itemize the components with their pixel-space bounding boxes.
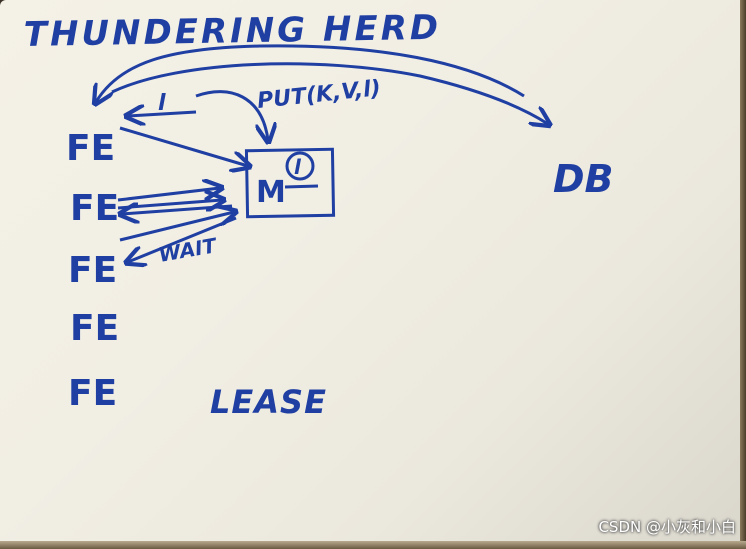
arrow-fe2-c xyxy=(122,206,233,214)
lease-underline xyxy=(284,184,319,189)
fe-label-1: FE xyxy=(66,128,115,169)
lease-label: LEASE xyxy=(210,383,327,421)
arrow-lease-return xyxy=(128,112,197,116)
memcache-label: M xyxy=(256,175,286,210)
lease-circle xyxy=(285,151,315,181)
arrow-fe-to-db xyxy=(111,62,548,124)
put-annotation: PUT(K,V,l) xyxy=(256,76,382,114)
board-frame-right xyxy=(740,0,746,549)
lease-return-label: l xyxy=(158,91,166,116)
db-label: DB xyxy=(553,157,614,201)
board-frame-bottom xyxy=(0,541,746,549)
csdn-watermark: CSDN @小灰和小白 xyxy=(598,518,736,536)
arrow-put xyxy=(195,90,268,140)
fe-label-2: FE xyxy=(70,188,119,229)
arrow-fe2-a xyxy=(117,188,220,202)
arrow-fe3-to-m xyxy=(119,212,234,242)
arrow-fe1-to-m xyxy=(119,126,248,166)
arrow-db-to-fe xyxy=(96,44,525,102)
fe-label-5: FE xyxy=(68,373,117,414)
arrow-wait xyxy=(128,216,237,262)
memcache-box xyxy=(244,147,336,219)
fe-label-3: FE xyxy=(68,250,117,291)
fe-label-4: FE xyxy=(70,308,119,349)
wait-label: WAIT xyxy=(157,233,220,267)
lease-mark: l xyxy=(294,155,302,179)
